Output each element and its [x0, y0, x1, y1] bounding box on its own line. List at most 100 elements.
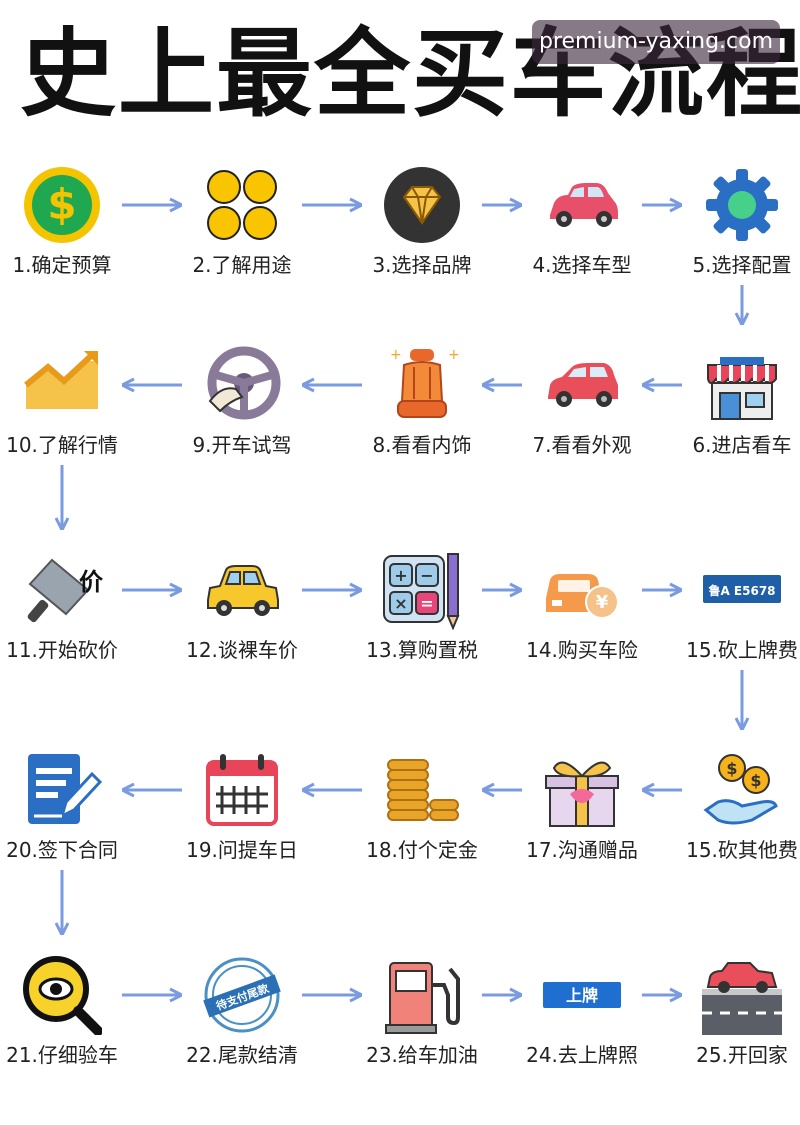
- step-label: 21.仔细验车: [6, 1043, 118, 1067]
- step-label: 9.开车试驾: [192, 433, 292, 457]
- step-10: 10.了解行情: [0, 335, 137, 515]
- flow-arrow: [302, 197, 362, 213]
- step-label: 12.谈裸车价: [186, 638, 298, 662]
- insurance-icon: ¥: [542, 550, 622, 630]
- flow-arrow: [302, 987, 362, 1003]
- step-24: 上牌 24.去上牌照: [507, 945, 657, 1125]
- flow-arrow: [122, 782, 182, 798]
- step-label: 6.进店看车: [692, 433, 792, 457]
- step-label: 3.选择品牌: [372, 253, 472, 277]
- coins-hand-icon: $$: [702, 750, 782, 830]
- price-badge: 价: [79, 568, 103, 596]
- svg-text:鲁A E5678: 鲁A E5678: [707, 583, 775, 598]
- step-12: 12.谈裸车价: [167, 540, 317, 720]
- magnifier-icon: [22, 955, 102, 1035]
- svg-text:+: +: [448, 347, 460, 363]
- dollar-coin-icon: $: [22, 165, 102, 245]
- step-21: 21.仔细验车: [0, 945, 137, 1125]
- cleaver-icon: [22, 550, 102, 630]
- flow-arrow: [642, 782, 682, 798]
- clover-icon: [202, 165, 282, 245]
- flow-arrow: [642, 582, 682, 598]
- flow-arrow: [482, 987, 522, 1003]
- step-label: 8.看看内饰: [372, 433, 472, 457]
- calculator-icon: +−×=: [382, 550, 462, 630]
- step-label: 4.选择车型: [532, 253, 632, 277]
- contract-icon: [22, 750, 102, 830]
- step-1: $1.确定预算: [0, 155, 137, 335]
- flow-arrow: [734, 670, 750, 730]
- car-seat-icon: ++: [382, 345, 462, 425]
- step-20: 20.签下合同: [0, 740, 137, 920]
- step-label: 14.购买车险: [526, 638, 638, 662]
- step-label: 24.去上牌照: [526, 1043, 638, 1067]
- flow-arrow: [54, 870, 70, 935]
- store-icon: [702, 345, 782, 425]
- calendar-icon: [202, 750, 282, 830]
- gift-icon: [542, 750, 622, 830]
- svg-text:上牌: 上牌: [566, 986, 598, 1005]
- step-label: 23.给车加油: [366, 1043, 478, 1067]
- step-7: 7.看看外观: [507, 335, 657, 515]
- step-5: 5.选择配置: [667, 155, 800, 335]
- flow-arrow: [642, 197, 682, 213]
- flow-arrow: [482, 582, 522, 598]
- watermark: premium-yaxing.com: [532, 20, 780, 64]
- step-3: 3.选择品牌: [347, 155, 497, 335]
- step-19: 19.问提车日: [167, 740, 317, 920]
- step-label: 1.确定预算: [12, 253, 112, 277]
- coin-stack-icon: [382, 750, 462, 830]
- step-16: $$15.砍其他费: [667, 740, 800, 920]
- step-4: 4.选择车型: [507, 155, 657, 335]
- diamond-icon: [382, 165, 462, 245]
- flow-arrow: [642, 377, 682, 393]
- step-14: ¥14.购买车险: [507, 540, 657, 720]
- svg-text:+: +: [394, 566, 407, 585]
- flow-arrow: [302, 782, 362, 798]
- step-label: 22.尾款结清: [186, 1043, 298, 1067]
- flow-arrow: [482, 782, 522, 798]
- svg-text:=: =: [420, 594, 433, 613]
- car-icon: [542, 165, 622, 245]
- stamp-icon: 待支付尾款: [202, 955, 282, 1035]
- step-6: 6.进店看车: [667, 335, 800, 515]
- step-label: 25.开回家: [696, 1043, 788, 1067]
- flow-arrow: [734, 285, 750, 325]
- step-label: 17.沟通赠品: [526, 838, 638, 862]
- flow-arrow: [302, 377, 362, 393]
- taxi-icon: [202, 550, 282, 630]
- flow-arrow: [302, 582, 362, 598]
- flow-arrow: [122, 197, 182, 213]
- flow-arrow: [482, 197, 522, 213]
- flow-arrow: [122, 582, 182, 598]
- svg-text:¥: ¥: [596, 592, 609, 613]
- plate-sign-icon: 上牌: [542, 955, 622, 1035]
- flow-arrow: [122, 377, 182, 393]
- road-car-icon: [702, 955, 782, 1035]
- flow-arrow: [122, 987, 182, 1003]
- step-label: 2.了解用途: [192, 253, 292, 277]
- svg-text:$: $: [750, 771, 761, 790]
- svg-text:$: $: [726, 759, 737, 778]
- step-label: 15.砍其他费: [686, 838, 798, 862]
- svg-text:+: +: [390, 347, 402, 363]
- step-18: 18.付个定金: [347, 740, 497, 920]
- step-label: 20.签下合同: [6, 838, 118, 862]
- step-label: 19.问提车日: [186, 838, 298, 862]
- flow-arrow: [642, 987, 682, 1003]
- step-9: 9.开车试驾: [167, 335, 317, 515]
- step-label: 7.看看外观: [532, 433, 632, 457]
- step-label: 5.选择配置: [692, 253, 792, 277]
- trend-chart-icon: [22, 345, 102, 425]
- step-13: +−×= 13.算购置税: [347, 540, 497, 720]
- step-23: 23.给车加油: [347, 945, 497, 1125]
- step-label: 13.算购置税: [366, 638, 478, 662]
- step-22: 待支付尾款 22.尾款结清: [167, 945, 317, 1125]
- hatchback-icon: [542, 345, 622, 425]
- step-2: 2.了解用途: [167, 155, 317, 335]
- flow-arrow: [482, 377, 522, 393]
- svg-text:$: $: [47, 180, 76, 229]
- fuel-pump-icon: [382, 955, 462, 1035]
